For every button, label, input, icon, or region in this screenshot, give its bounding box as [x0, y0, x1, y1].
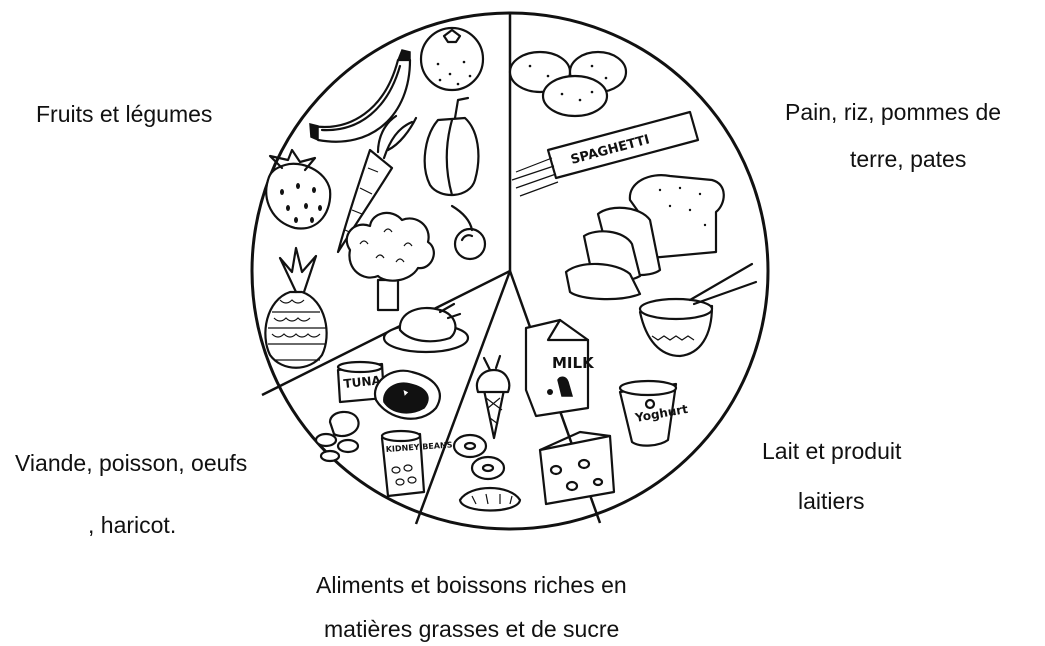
strawberry-icon: [266, 150, 330, 228]
beans-can-icon: KIDNEY BEANS: [382, 431, 453, 496]
roast-chicken-icon: [384, 304, 468, 352]
cheese-icon: [540, 432, 614, 504]
rice-bowl-icon: [640, 264, 756, 356]
broccoli-icon: [347, 213, 434, 310]
bread-loaf-icon: [566, 175, 724, 299]
orange-icon: [421, 28, 483, 90]
pepper-icon: [425, 98, 479, 195]
nuts-icon: [316, 412, 359, 461]
potato-icon: [510, 52, 626, 116]
milk-carton-text: MILK: [552, 354, 595, 372]
steak-icon: [375, 371, 440, 419]
milk-carton-icon: MILK: [526, 320, 595, 416]
yoghurt-icon: Yoghurt: [620, 381, 689, 446]
ice-cream-icon: [477, 356, 509, 438]
cherry-icon: [452, 206, 485, 259]
banana-icon: [310, 50, 410, 142]
donut-icon: [454, 435, 504, 479]
pie-icon: [460, 488, 520, 511]
pineapple-icon: [265, 248, 326, 368]
